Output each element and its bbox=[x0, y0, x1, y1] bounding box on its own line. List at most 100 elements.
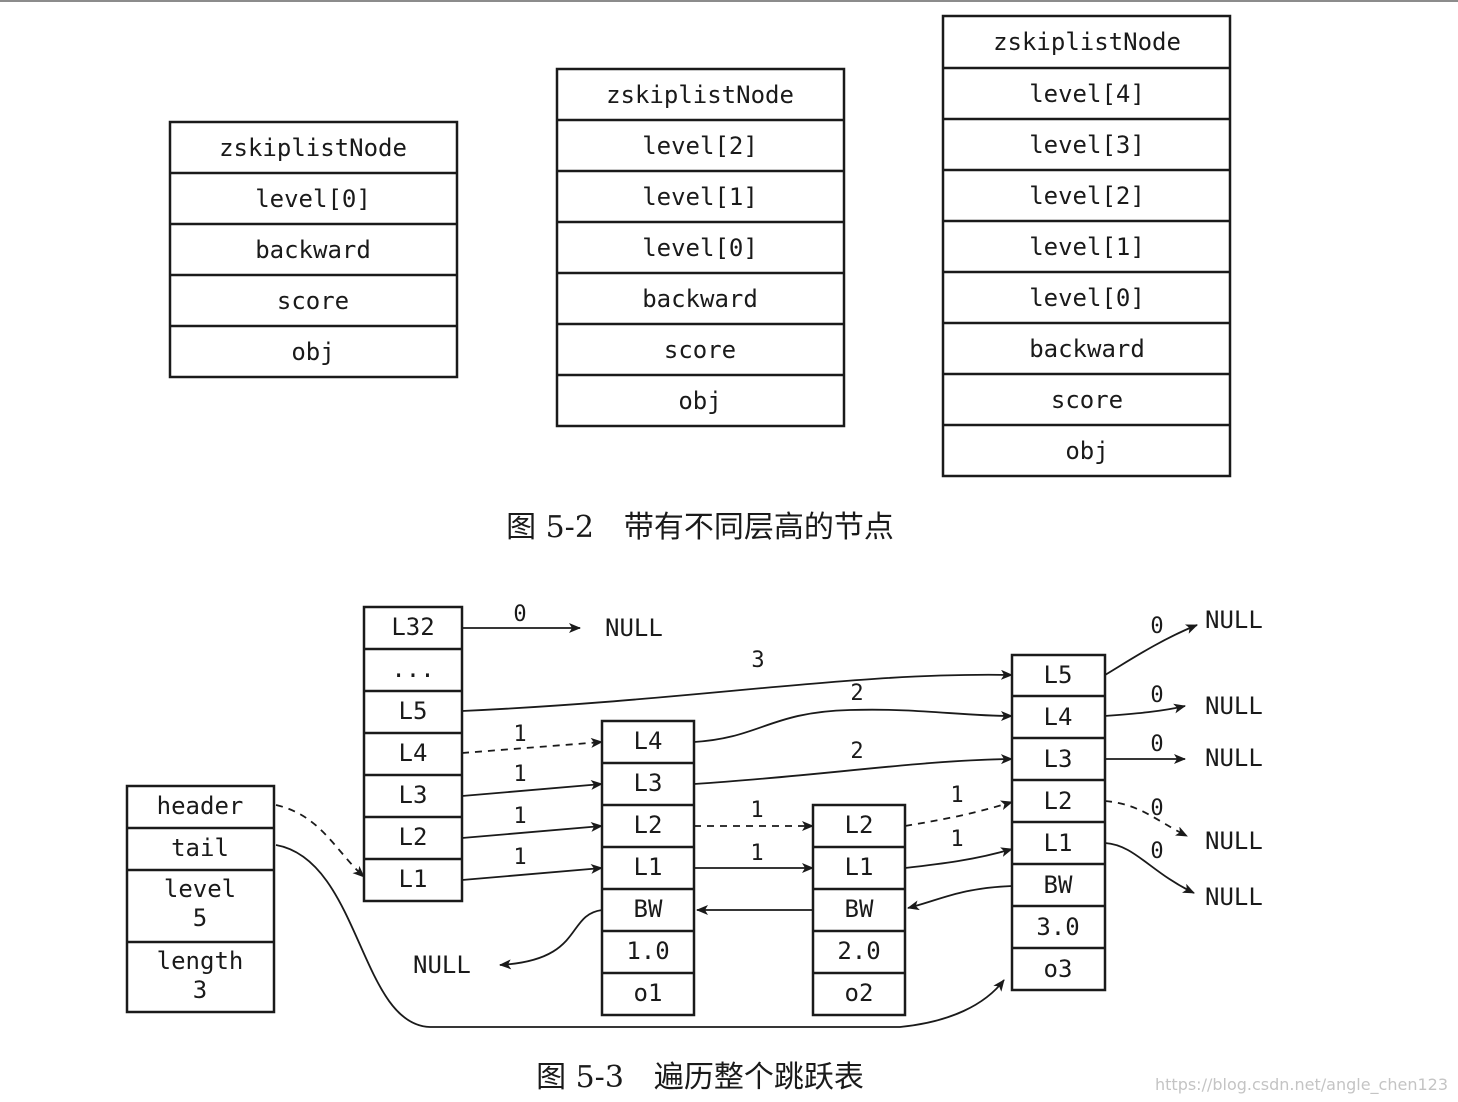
node-level-5: zskiplistNode level[4] level[3] level[2]… bbox=[941, 14, 1232, 478]
null-label: NULL bbox=[605, 614, 663, 642]
watermark: https://blog.csdn.net/angle_chen123 bbox=[1155, 1075, 1448, 1095]
span-arrow bbox=[461, 779, 603, 797]
length-field-value: 3 bbox=[193, 976, 207, 1004]
null-label: NULL bbox=[1205, 606, 1263, 634]
span-label: 1 bbox=[750, 798, 763, 823]
level-cell: L5 bbox=[1044, 661, 1073, 689]
node-2: L2 L1 BW 2.0 o2 bbox=[811, 803, 907, 1017]
node-1: L4 L3 L2 L1 BW 1.0 o1 bbox=[600, 719, 696, 1017]
backward-cell: BW bbox=[845, 895, 874, 923]
obj-field: obj bbox=[291, 338, 334, 366]
level-cell: L4 bbox=[399, 739, 428, 767]
null-label: NULL bbox=[1205, 883, 1263, 911]
node-3: L5 L4 L3 L2 L1 BW 3.0 o3 bbox=[1010, 653, 1107, 992]
node-level-1: zskiplistNode level[0] backward score ob… bbox=[168, 120, 459, 379]
null-labels: NULL NULL NULL NULL NULL NULL NULL bbox=[413, 606, 1263, 979]
obj-cell: o3 bbox=[1044, 955, 1073, 983]
null-label: NULL bbox=[1205, 692, 1263, 720]
obj-field: obj bbox=[678, 387, 721, 415]
level-field: level[0] bbox=[642, 234, 758, 262]
tail-field: tail bbox=[171, 834, 229, 862]
length-field-label: length bbox=[157, 947, 244, 975]
level-field: level[4] bbox=[1029, 80, 1145, 108]
backward-null-arrow bbox=[499, 909, 603, 970]
obj-cell: o1 bbox=[634, 979, 663, 1007]
span-label: 2 bbox=[850, 681, 863, 706]
level-cell: L4 bbox=[634, 727, 663, 755]
level-field: level[2] bbox=[642, 132, 758, 160]
span-label: 0 bbox=[1150, 796, 1163, 821]
span-label: 0 bbox=[513, 602, 526, 627]
span-arrow bbox=[1104, 703, 1186, 717]
level-cell: L2 bbox=[634, 811, 663, 839]
top-border-line bbox=[0, 0, 1458, 2]
obj-field: obj bbox=[1065, 437, 1108, 465]
span-arrow bbox=[1104, 800, 1188, 837]
null-label: NULL bbox=[1205, 744, 1263, 772]
score-cell: 3.0 bbox=[1036, 913, 1079, 941]
level-cell: L1 bbox=[634, 853, 663, 881]
level-cell: L1 bbox=[845, 853, 874, 881]
span-arrow bbox=[904, 847, 1013, 869]
backward-field: backward bbox=[642, 285, 758, 313]
span-label: 0 bbox=[1150, 614, 1163, 639]
backward-field: backward bbox=[255, 236, 371, 264]
level-cell: L3 bbox=[634, 769, 663, 797]
span-arrow bbox=[693, 754, 1013, 785]
score-field: score bbox=[664, 336, 736, 364]
span-label: 1 bbox=[750, 841, 763, 866]
level-cell: L5 bbox=[399, 697, 428, 725]
level-field: level[1] bbox=[1029, 233, 1145, 261]
node-title: zskiplistNode bbox=[606, 81, 794, 109]
level-field-label: level bbox=[164, 875, 236, 903]
span-label: 0 bbox=[1150, 839, 1163, 864]
level-cell: L2 bbox=[399, 823, 428, 851]
edges bbox=[275, 623, 1198, 1028]
span-arrow bbox=[461, 863, 603, 881]
level-cell: L2 bbox=[845, 811, 874, 839]
span-arrow bbox=[461, 669, 1013, 712]
level-field: level[3] bbox=[1029, 131, 1145, 159]
span-label: 1 bbox=[950, 827, 963, 852]
backward-cell: BW bbox=[634, 895, 663, 923]
null-label: NULL bbox=[413, 951, 471, 979]
level-cell: L1 bbox=[1044, 829, 1073, 857]
span-arrow bbox=[693, 708, 1013, 743]
span-arrow bbox=[1104, 624, 1198, 676]
level-cell: L3 bbox=[1044, 745, 1073, 773]
span-label: 1 bbox=[513, 762, 526, 787]
span-label: 1 bbox=[950, 783, 963, 808]
figure-5-3: header tail level 5 length 3 L32 ... L5 … bbox=[125, 602, 1263, 1095]
span-label: 0 bbox=[1150, 683, 1163, 708]
level-field: level[1] bbox=[642, 183, 758, 211]
level-field: level[0] bbox=[1029, 284, 1145, 312]
level-cell: L1 bbox=[399, 865, 428, 893]
score-field: score bbox=[277, 287, 349, 315]
span-arrow bbox=[1104, 842, 1195, 894]
span-label: 3 bbox=[751, 648, 764, 673]
span-label: 2 bbox=[850, 739, 863, 764]
span-label: 1 bbox=[513, 804, 526, 829]
span-arrow bbox=[904, 800, 1013, 827]
node-level-3: zskiplistNode level[2] level[1] level[0]… bbox=[555, 67, 846, 428]
level-cell: L32 bbox=[391, 613, 434, 641]
obj-cell: o2 bbox=[845, 979, 874, 1007]
zskiplist-struct: header tail level 5 length 3 bbox=[125, 784, 276, 1014]
backward-cell: BW bbox=[1044, 871, 1073, 899]
score-cell: 2.0 bbox=[837, 937, 880, 965]
score-field: score bbox=[1051, 386, 1123, 414]
level-cell: L3 bbox=[399, 781, 428, 809]
level-cell: L4 bbox=[1044, 703, 1073, 731]
level-cell: L2 bbox=[1044, 787, 1073, 815]
level-field-value: 5 bbox=[193, 904, 207, 932]
span-arrow bbox=[461, 821, 603, 839]
span-label: 0 bbox=[1150, 732, 1163, 757]
figure-5-3-caption: 图 5-3 遍历整个跳跃表 bbox=[536, 1060, 864, 1095]
backward-arrow bbox=[907, 885, 1013, 911]
null-label: NULL bbox=[1205, 827, 1263, 855]
figure-5-2-caption: 图 5-2 带有不同层高的节点 bbox=[506, 510, 894, 545]
span-arrow bbox=[461, 737, 603, 754]
node-title: zskiplistNode bbox=[993, 28, 1181, 56]
figure-5-2: zskiplistNode level[0] backward score ob… bbox=[168, 14, 1232, 545]
